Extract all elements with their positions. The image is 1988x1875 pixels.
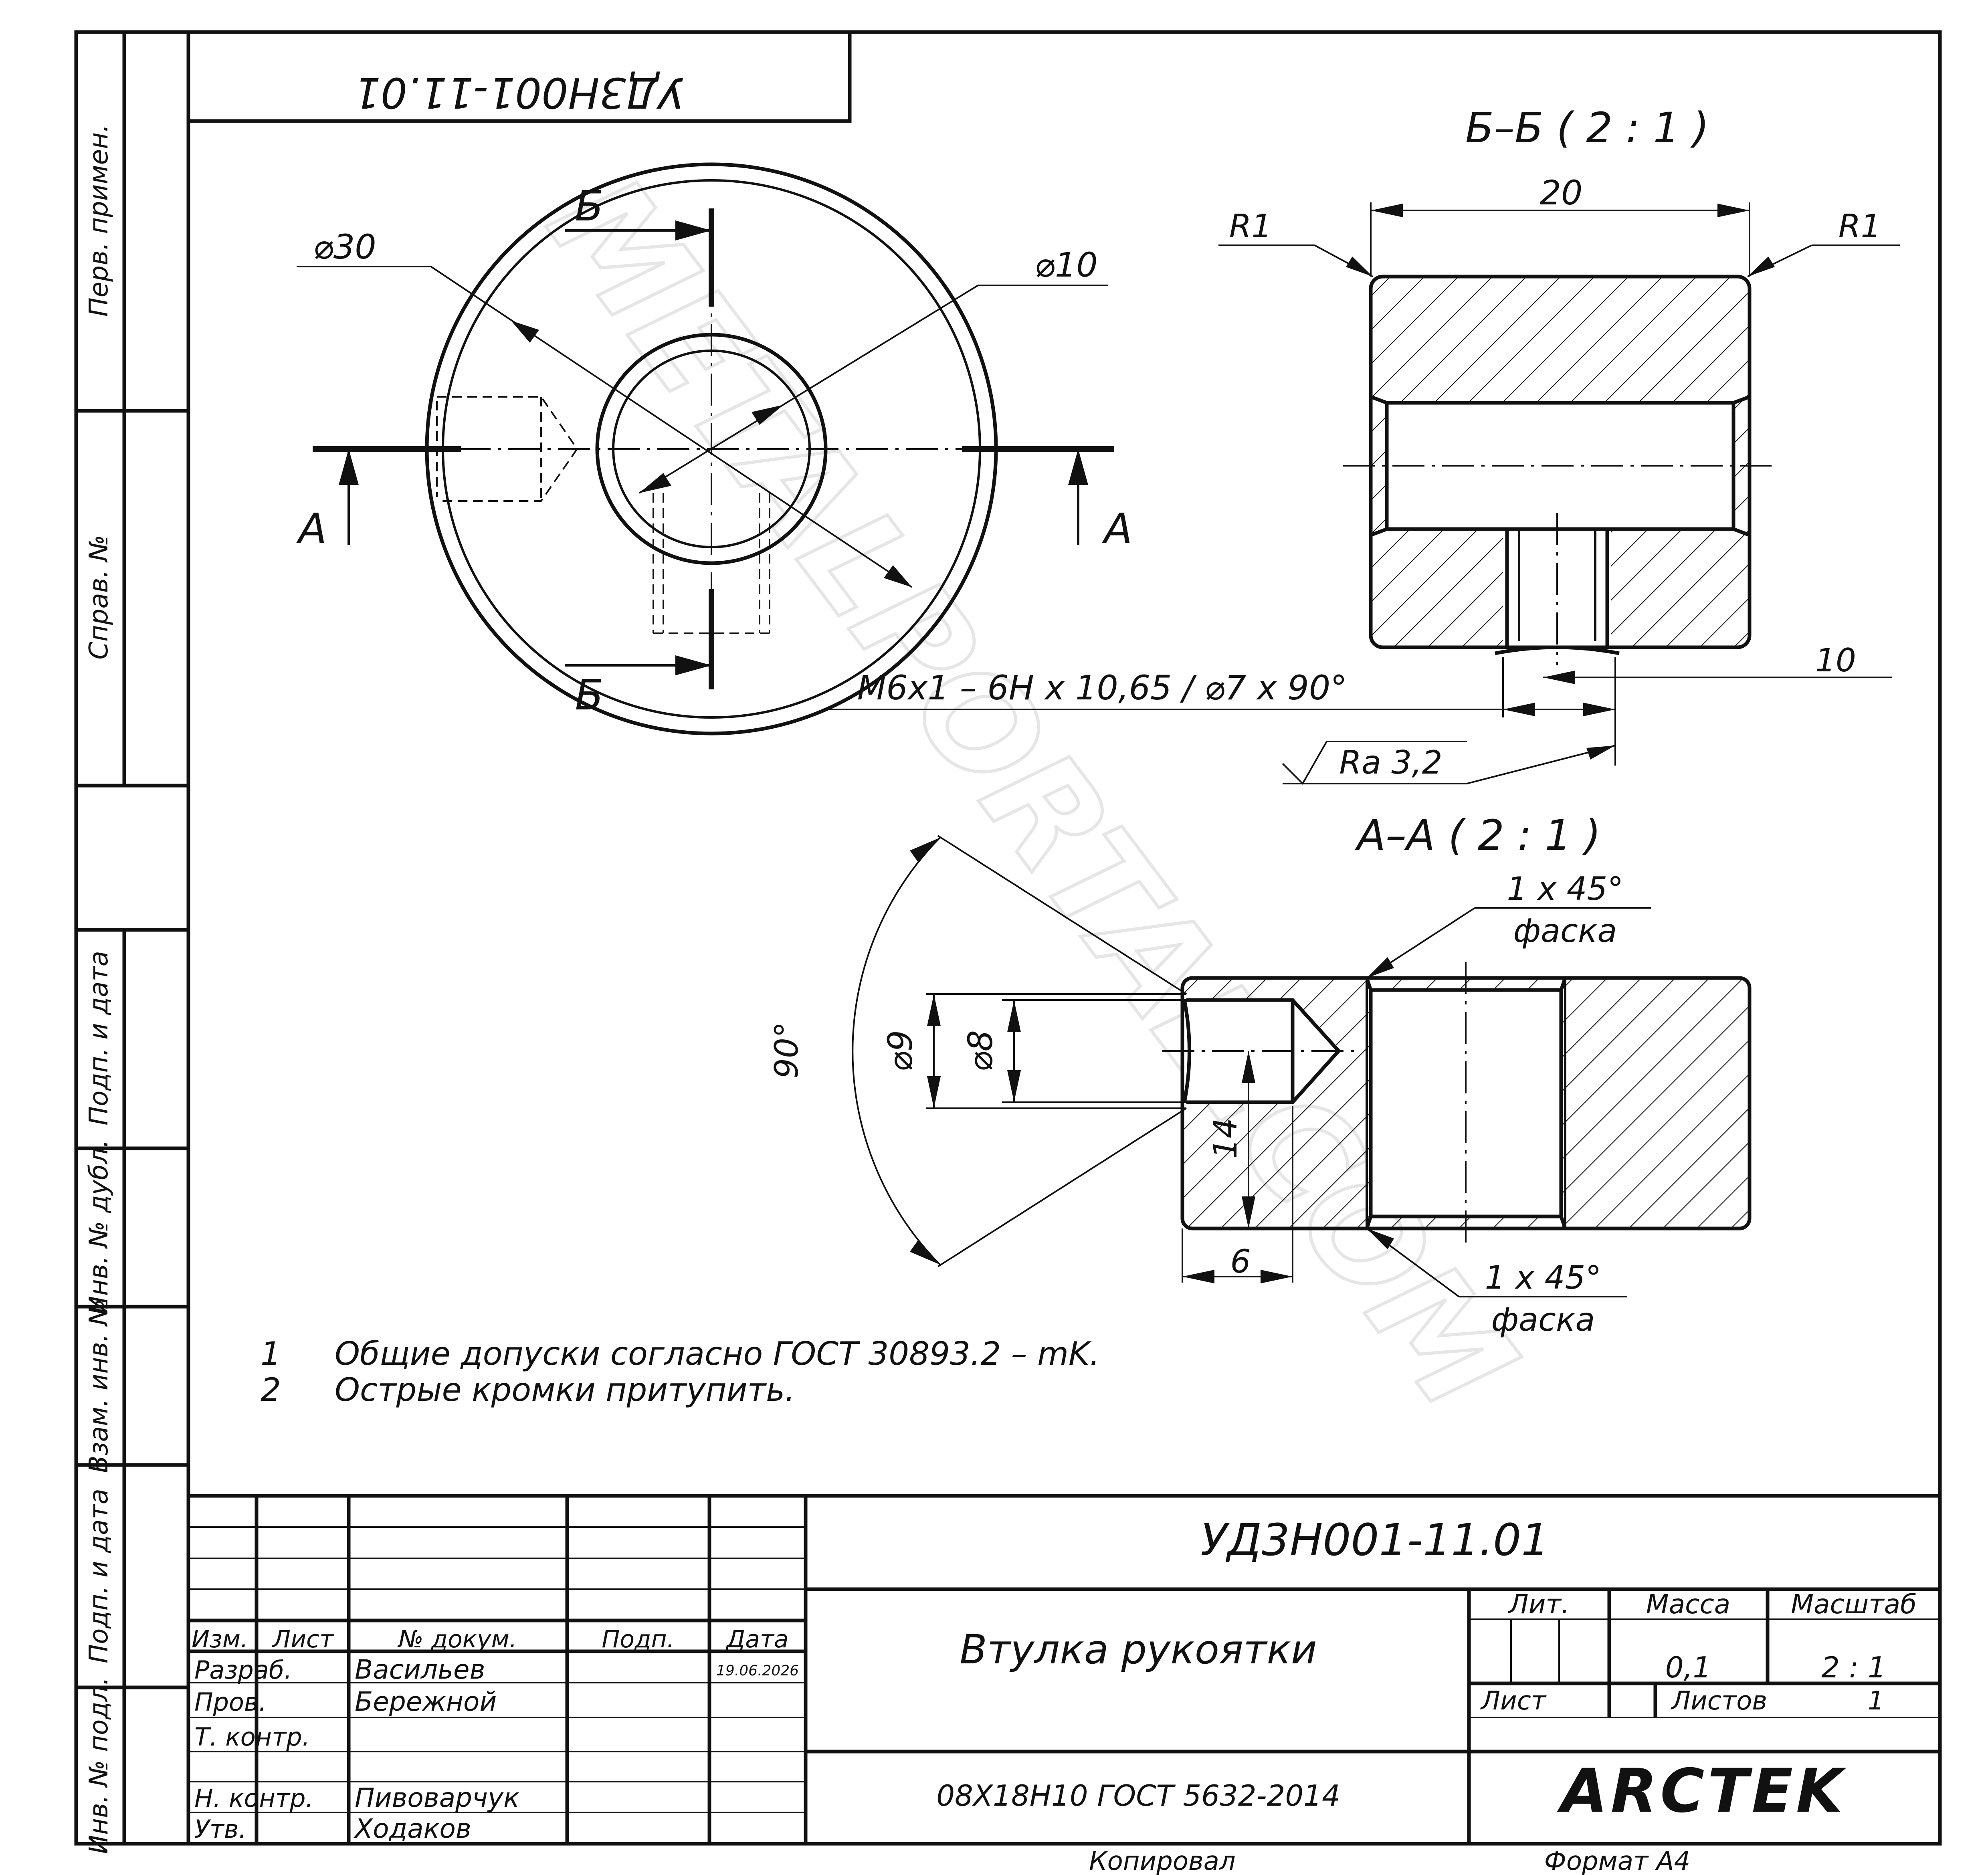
label-sheet: Лист bbox=[1480, 1686, 1547, 1716]
title-block: Изм. Лист № докум. Подп. Дата Разраб. Пр… bbox=[188, 1494, 1940, 1875]
notes: 1 Общие допуски согласно ГОСТ 30893.2 – … bbox=[261, 1335, 1100, 1408]
role-t-kontr: Т. контр. bbox=[194, 1722, 310, 1752]
dim-thread: М6х1 – 6Н х 10,65 / ⌀7 х 90° bbox=[857, 668, 1347, 707]
note-1-num: 1 bbox=[261, 1335, 281, 1372]
dim-len6: 6 bbox=[1230, 1243, 1251, 1280]
role-n-kontr: Н. контр. bbox=[194, 1784, 313, 1813]
role-prov: Пров. bbox=[194, 1687, 267, 1717]
dim-chamfer-bottom: 1 х 45° bbox=[1485, 1259, 1602, 1296]
label-lit: Лит. bbox=[1508, 1589, 1570, 1620]
company-logo: ARCTEK bbox=[1557, 1756, 1847, 1826]
label-scale: Масштаб bbox=[1791, 1589, 1917, 1620]
roughness-ra: Ra 3,2 bbox=[1339, 744, 1442, 781]
dim-dia8: ⌀8 bbox=[961, 1030, 1000, 1072]
dim-chamfer-top: 1 х 45° bbox=[1507, 870, 1624, 907]
drawing-frame bbox=[74, 30, 1942, 1846]
value-mass: 0,1 bbox=[1665, 1651, 1711, 1684]
part-name: Втулка рукоятки bbox=[960, 1626, 1317, 1673]
value-scale: 2 : 1 bbox=[1821, 1651, 1886, 1684]
person-utv: Ходаков bbox=[354, 1813, 471, 1844]
cut-label-a-left: А bbox=[296, 504, 327, 553]
person-prov: Бережной bbox=[355, 1686, 497, 1717]
dim-angle90: 90° bbox=[768, 1022, 805, 1079]
value-sheets: 1 bbox=[1868, 1686, 1884, 1716]
copied-label: Копировал bbox=[1089, 1847, 1236, 1875]
dim-r1-left: R1 bbox=[1229, 208, 1272, 245]
dim-len14: 14 bbox=[1207, 1118, 1244, 1159]
side-label-perv-primen: Перв. примен. bbox=[84, 124, 114, 317]
dim-r1-right: R1 bbox=[1838, 208, 1881, 245]
label-mass: Масса bbox=[1646, 1589, 1730, 1620]
dim-chamfer-word-bottom: фаска bbox=[1491, 1301, 1595, 1338]
label-sheets: Листов bbox=[1671, 1686, 1767, 1716]
role-razrab: Разраб. bbox=[194, 1655, 292, 1685]
dim-dia9: ⌀9 bbox=[881, 1030, 920, 1072]
section-aa: А–А ( 2 : 1 ) 90° ⌀9 bbox=[768, 811, 1752, 1338]
doc-code: УД3Н001-11.01 bbox=[1200, 1514, 1549, 1566]
front-view: А А Б Б ⌀30 ⌀10 bbox=[296, 162, 1133, 735]
dim-dia10: ⌀10 bbox=[1034, 245, 1097, 285]
side-label-podp-data-2: Подп. и дата bbox=[84, 1489, 114, 1663]
material: 08Х18Н10 ГОСТ 5632-2014 bbox=[936, 1779, 1340, 1812]
person-razrab: Васильев bbox=[355, 1654, 485, 1685]
person-n-kontr: Пивоварчук bbox=[355, 1782, 519, 1813]
dim-chamfer-word-top: фаска bbox=[1513, 912, 1617, 950]
hdr-data: Дата bbox=[725, 1625, 788, 1653]
side-label-inv-podl: Инв. № подл. bbox=[84, 1677, 114, 1854]
side-label-vzam-inv: Взам. инв. № bbox=[84, 1299, 114, 1473]
dim-dia30: ⌀30 bbox=[313, 227, 376, 267]
dim-len20: 20 bbox=[1540, 173, 1583, 212]
cut-label-b-top: Б bbox=[575, 182, 603, 230]
dim-len10: 10 bbox=[1815, 642, 1856, 679]
top-code-mirrored: УД3Н001-11.01 bbox=[354, 68, 684, 117]
cut-label-a-right: А bbox=[1101, 504, 1132, 553]
hdr-izm: Изм. bbox=[192, 1625, 248, 1653]
cut-label-b-bottom: Б bbox=[575, 671, 603, 719]
section-bb: Б–Б ( 2 : 1 ) 20 R1 R1 bbox=[822, 103, 1900, 785]
role-utv: Утв. bbox=[194, 1814, 246, 1844]
note-2-text: Острые кромки притупить. bbox=[335, 1371, 795, 1408]
section-bb-title: Б–Б ( 2 : 1 ) bbox=[1465, 103, 1709, 152]
hdr-podp: Подп. bbox=[602, 1625, 675, 1653]
format-label: Формат А4 bbox=[1544, 1847, 1691, 1875]
section-aa-title: А–А ( 2 : 1 ) bbox=[1355, 811, 1601, 860]
note-1-text: Общие допуски согласно ГОСТ 30893.2 – mK… bbox=[335, 1335, 1100, 1372]
side-label-inv-dubl: Инв. № дубл. bbox=[84, 1140, 114, 1315]
note-2-num: 2 bbox=[261, 1371, 281, 1408]
hdr-list: Лист bbox=[272, 1625, 334, 1653]
side-strip: Перв. примен. Справ. № Подп. и дата Инв.… bbox=[84, 124, 114, 1854]
side-label-sprav: Справ. № bbox=[84, 535, 114, 659]
hdr-doc-no: № докум. bbox=[397, 1625, 517, 1653]
sign-date: 19.06.2026 bbox=[716, 1663, 799, 1679]
side-label-podp-data-1: Подп. и дата bbox=[84, 951, 114, 1125]
